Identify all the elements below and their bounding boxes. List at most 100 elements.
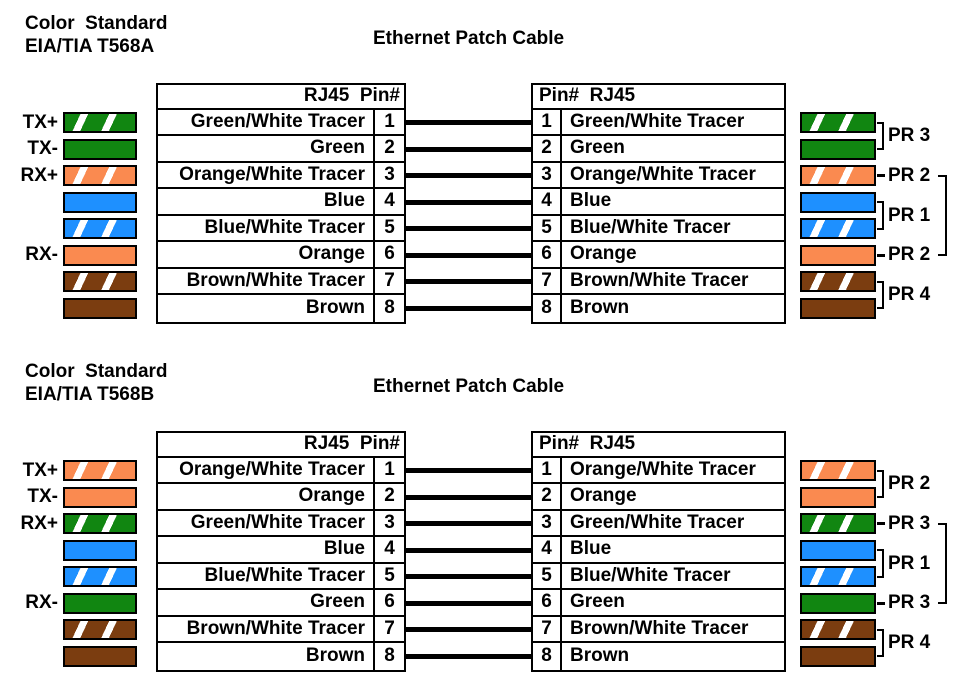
signal-label: RX-: [25, 592, 58, 614]
pin-number: 5: [533, 563, 562, 588]
wire-swatch-right: [800, 165, 876, 187]
wire-swatch-right: [800, 218, 876, 240]
wire-name: Blue: [323, 538, 365, 560]
pin-number: 6: [533, 242, 562, 267]
wire-row: 2 Orange: [533, 484, 784, 511]
pair-dash: [877, 174, 885, 178]
pin-number: 8: [373, 295, 404, 322]
pair-bracket: [877, 121, 884, 151]
pin-number: 3: [373, 162, 404, 187]
wire-name: Brown/White Tracer: [570, 617, 749, 639]
pair-label: PR 1: [888, 204, 931, 226]
wire-swatch-left: [63, 539, 137, 561]
signal-label: RX+: [20, 512, 59, 534]
wire-swatch-left: [63, 566, 137, 588]
wire-swatch-right: [800, 271, 876, 293]
pair-label: PR 3: [888, 125, 931, 146]
wire-swatch-left: [63, 592, 137, 614]
left-table-header: RJ45 Pin#: [158, 433, 404, 458]
diagram-title: Ethernet Patch Cable: [373, 376, 565, 397]
pin-number: 2: [533, 484, 562, 509]
wire-name: Blue: [323, 190, 365, 212]
pair-bracket: [877, 201, 884, 230]
wire-name: Orange: [570, 485, 637, 507]
pin-number: 3: [533, 162, 562, 187]
pin-number: 5: [373, 215, 404, 240]
wire-swatch-right: [800, 138, 876, 160]
pin-number: 8: [533, 295, 562, 322]
pair-dash: [877, 253, 885, 257]
standard-line1: Color Standard: [25, 13, 168, 34]
wire-swatch-left: [63, 191, 137, 213]
wire-swatch-right: [800, 244, 876, 266]
signal-label: TX-: [27, 486, 58, 508]
connector-line: [406, 226, 531, 232]
connector-line: [406, 547, 531, 553]
pair-label: PR 2: [888, 164, 931, 186]
wire-name: Brown: [570, 645, 630, 667]
wire-name: Green: [310, 137, 365, 159]
connector-line: [406, 574, 531, 580]
pin-number: 5: [373, 563, 404, 588]
pin-number: 7: [373, 268, 404, 293]
pair-bracket: [877, 628, 884, 658]
wire-name: Orange: [570, 243, 637, 265]
standard-line2: EIA/TIA T568B: [25, 384, 155, 405]
wire-name: Green: [570, 137, 625, 159]
pin-number: 6: [373, 242, 404, 267]
wire-swatch-right: [800, 460, 876, 482]
pair-far-bracket: [938, 174, 947, 257]
right-table-header: Pin# RJ45: [533, 85, 784, 110]
wire-swatch-left: [63, 297, 137, 319]
wire-name: Brown/White Tracer: [186, 617, 365, 639]
wire-name: Green/White Tracer: [190, 110, 365, 132]
pair-bracket: [877, 280, 884, 310]
pin-number: 2: [373, 484, 404, 509]
pair-label: PR 2: [888, 244, 931, 266]
pin-number: 2: [373, 136, 404, 161]
signal-label: RX+: [20, 164, 59, 186]
right-table-header: Pin# RJ45: [533, 433, 784, 458]
signal-label: TX+: [22, 111, 58, 133]
pair-label: PR 3: [888, 512, 931, 534]
wire-name: Green/White Tracer: [570, 110, 745, 132]
connector-line: [406, 279, 531, 285]
wire-name: Orange: [298, 243, 365, 265]
wire-swatch-left: [63, 460, 137, 482]
wire-swatch-right: [800, 645, 876, 667]
connector-line: [406, 252, 531, 258]
wire-swatch-right: [800, 566, 876, 588]
pair-label: PR 4: [888, 284, 931, 305]
pin-number: 6: [373, 590, 404, 615]
wire-swatch-left: [63, 513, 137, 535]
wire-swatch-left: [63, 138, 137, 160]
wire-name: Blue/White Tracer: [204, 564, 366, 586]
pair-label: PR 2: [888, 473, 931, 494]
pin-number: 7: [373, 616, 404, 641]
pin-number: 3: [373, 510, 404, 535]
wire-name: Blue: [570, 190, 612, 212]
connector-line: [406, 468, 531, 474]
